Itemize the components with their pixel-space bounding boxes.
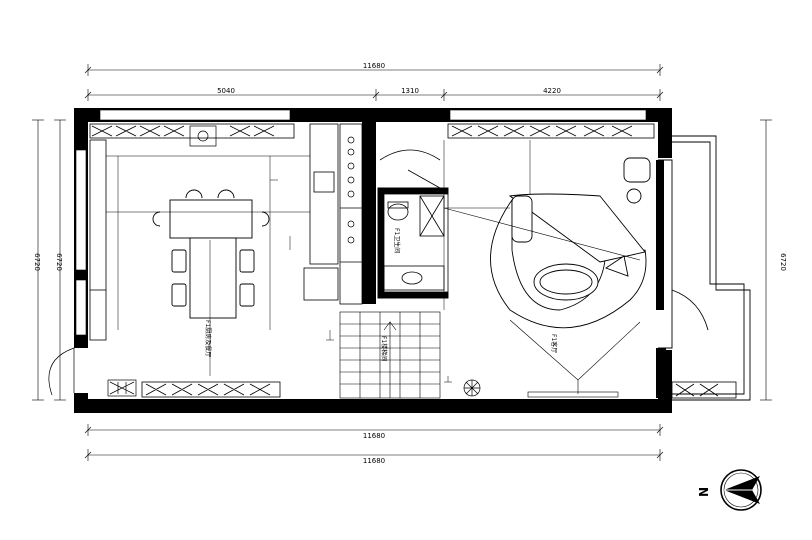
label-stairs: F1楼梯间 [380,336,388,361]
dim-bottom-1: 11680 [363,432,385,440]
compass-north-label: N [697,487,711,497]
staircase [339,311,441,399]
annotation-marks [270,179,452,383]
dim-top-right: 4220 [543,87,561,95]
dim-right-height: 6720 [779,253,787,271]
cabinets [89,123,737,399]
dining-set [152,189,270,319]
dim-left-inner: 6720 [55,253,63,271]
entry-door [48,347,137,397]
compass-icon [720,469,762,511]
dim-left-height: 6720 [33,253,41,271]
living-furniture [490,157,651,329]
dim-top-mid: 1310 [401,87,419,95]
windows [75,109,647,336]
living-lines [443,207,641,398]
plant-icon [463,379,481,397]
dimension-lines [32,64,772,461]
label-dining: F1厨房及餐厅 [204,320,212,357]
label-bath: F1卫生间 [393,228,401,253]
stove-burners [347,136,355,244]
bathroom [377,149,449,299]
dim-top-total: 11680 [363,62,385,70]
label-living: F1客厅 [550,334,558,353]
dim-top-left: 5040 [217,87,235,95]
dim-bottom-2: 11680 [363,457,385,465]
inner-dim-lines [106,140,531,376]
right-window-pillar [656,348,666,398]
right-pillar-upper [656,160,664,310]
exterior-walls [74,108,672,413]
sink [189,125,217,147]
